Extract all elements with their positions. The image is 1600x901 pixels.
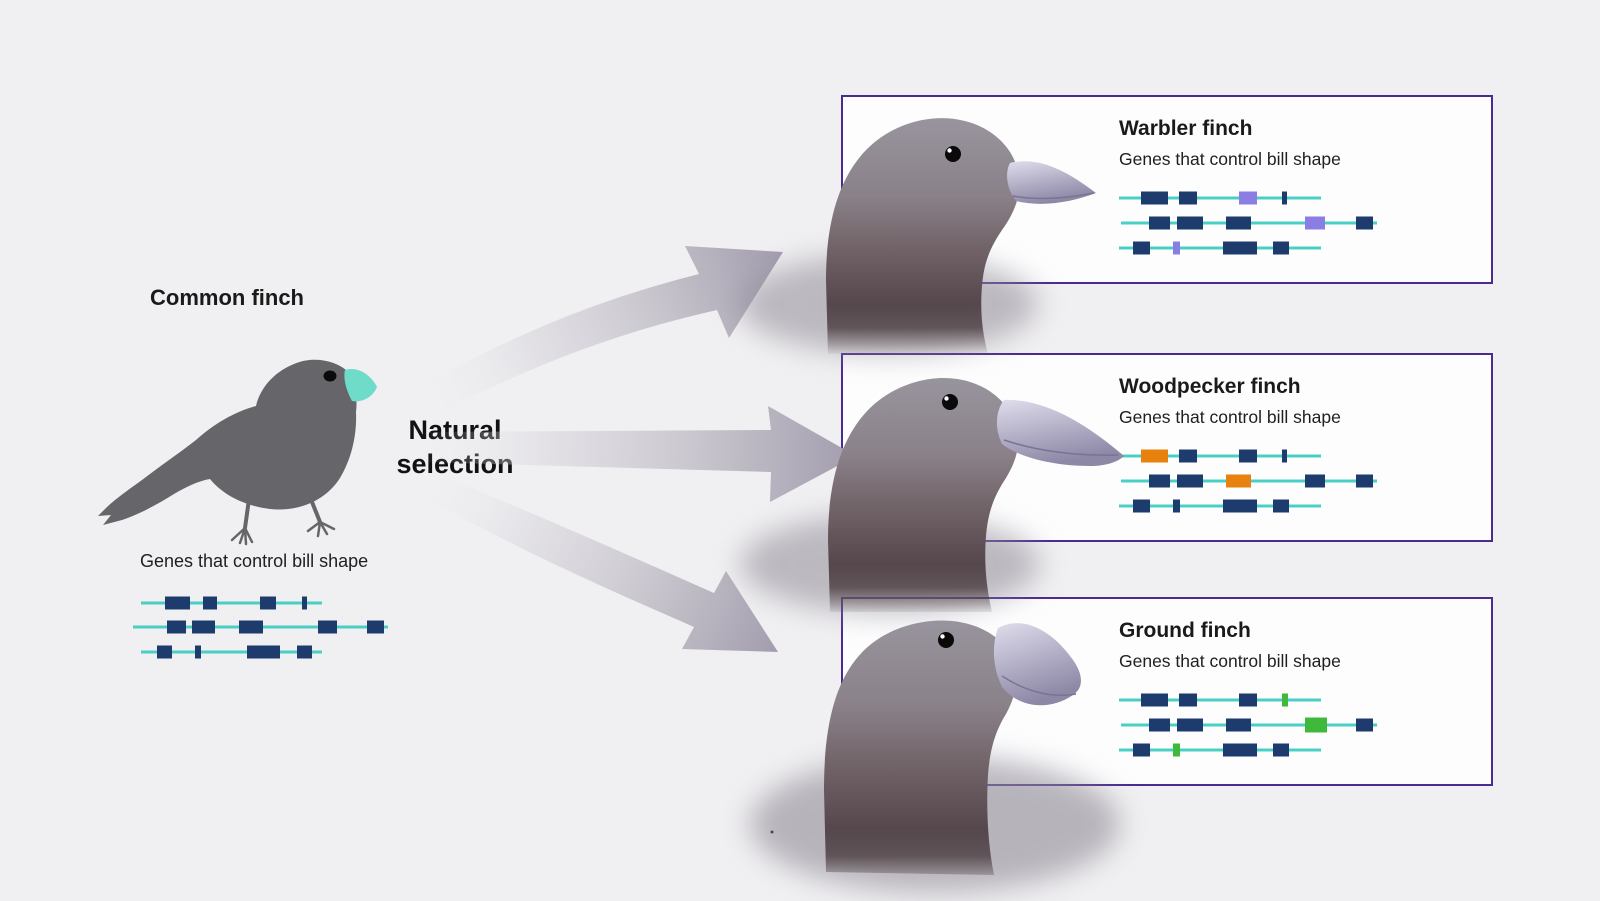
gene-box-navy — [297, 645, 312, 659]
panel-warbler-finch: Warbler finch Genes that control bill sh… — [841, 95, 1493, 284]
stray-dot — [770, 830, 774, 834]
ground-gene-tracks — [1119, 693, 1377, 757]
gene-box-navy — [1223, 241, 1257, 255]
gene-box-navy — [1133, 241, 1150, 255]
gene-box-navy — [1149, 474, 1170, 488]
arrow-to-ground-icon — [424, 470, 778, 652]
gene-box-navy — [1173, 499, 1180, 513]
gene-box-navy — [1356, 474, 1373, 488]
warbler-genes-label: Genes that control bill shape — [1119, 149, 1341, 169]
gene-box-navy — [1177, 474, 1203, 488]
gene-box-navy — [1149, 216, 1170, 230]
gene-box-navy — [195, 645, 201, 659]
gene-box-navy — [167, 620, 186, 634]
gene-box-navy — [1149, 718, 1170, 732]
gene-box-navy — [1282, 191, 1287, 205]
gene-box-navy — [1133, 499, 1150, 513]
natural-selection-line1: Natural — [408, 415, 502, 445]
gene-box-navy — [1177, 216, 1203, 230]
gene-box-purple — [1173, 241, 1180, 255]
gene-box-navy — [1239, 693, 1257, 707]
gene-box-navy — [157, 645, 172, 659]
gene-box-navy — [1356, 216, 1373, 230]
gene-box-navy — [1239, 449, 1257, 463]
gene-box-navy — [1305, 474, 1325, 488]
gene-box-navy — [1273, 743, 1289, 757]
gene-box-green — [1282, 693, 1288, 707]
gene-box-orange — [1226, 474, 1251, 488]
gene-box-navy — [1273, 241, 1289, 255]
woodpecker-finch-title: Woodpecker finch — [1119, 375, 1301, 398]
gene-box-navy — [165, 596, 190, 610]
natural-selection-label: Natural selection — [340, 413, 570, 481]
gene-box-navy — [318, 620, 337, 634]
natural-selection-line2: selection — [396, 449, 514, 479]
gene-box-navy — [1223, 499, 1257, 513]
common-finch-title: Common finch — [150, 285, 304, 310]
gene-box-navy — [1282, 449, 1287, 463]
ground-finch-title: Ground finch — [1119, 619, 1251, 642]
gene-box-navy — [1141, 693, 1168, 707]
common-gene-tracks — [133, 596, 388, 659]
gene-box-navy — [203, 596, 217, 610]
arrow-to-warbler-icon — [424, 246, 783, 420]
gene-box-navy — [1133, 743, 1150, 757]
warbler-finch-title: Warbler finch — [1119, 117, 1253, 140]
gene-box-navy — [1223, 743, 1257, 757]
common-genes-label: Genes that control bill shape — [140, 551, 369, 571]
gene-box-navy — [1179, 191, 1197, 205]
gene-box-purple — [1305, 216, 1325, 230]
common-finch-legs — [230, 485, 336, 546]
gene-box-navy — [1226, 216, 1251, 230]
common-finch-illustration — [98, 359, 377, 546]
woodpecker-gene-tracks — [1119, 449, 1377, 513]
gene-box-navy — [302, 596, 307, 610]
gene-box-navy — [192, 620, 215, 634]
gene-box-navy — [239, 620, 263, 634]
gene-box-navy — [260, 596, 276, 610]
woodpecker-genes-label: Genes that control bill shape — [1119, 407, 1341, 427]
gene-box-purple — [1239, 191, 1257, 205]
panel-ground-finch: Ground finch Genes that control bill sha… — [841, 597, 1493, 786]
gene-box-orange — [1141, 449, 1168, 463]
gene-box-green — [1173, 743, 1180, 757]
gene-box-navy — [1273, 499, 1289, 513]
gene-box-navy — [247, 645, 280, 659]
ground-genes-label: Genes that control bill shape — [1119, 651, 1341, 671]
common-finch-body — [98, 359, 357, 525]
common-finch-eye — [323, 370, 337, 382]
gene-box-navy — [1356, 718, 1373, 732]
gene-box-navy — [1226, 718, 1251, 732]
gene-box-navy — [367, 620, 384, 634]
warbler-gene-tracks — [1119, 191, 1377, 255]
gene-box-navy — [1141, 191, 1168, 205]
gene-box-green — [1305, 717, 1327, 733]
gene-box-navy — [1179, 693, 1197, 707]
gene-box-navy — [1179, 449, 1197, 463]
panel-woodpecker-finch: Woodpecker finch Genes that control bill… — [841, 353, 1493, 542]
gene-box-navy — [1177, 718, 1203, 732]
common-finch-beak — [344, 369, 377, 402]
